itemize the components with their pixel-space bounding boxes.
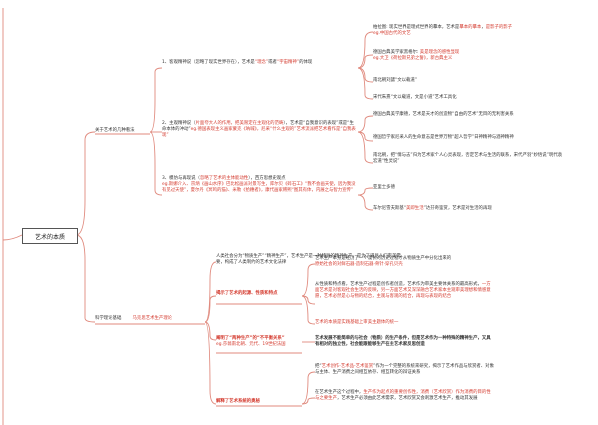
branch-views-label[interactable]: 关于艺术的几种看法: [95, 128, 135, 133]
leaf-independence[interactable]: 艺术发展不能简单的与社会（物质）的生产条件，但是艺术作为一种特殊的精神生产，又具…: [315, 336, 491, 347]
leaf-kant[interactable]: 德国古典美学康德，艺术是天才的创造物“自由的艺术”无目的无利害关系: [373, 112, 514, 117]
theory-intro[interactable]: 人类社会分为“物质生产”“精神生产”，艺术生产是一种特殊的精神生产，是为了满足人…: [216, 254, 401, 265]
leaf-nietzsche[interactable]: 德国哲学家尼采人的生命意志是世界万物“超人哲学”日神精神与酒神精神: [373, 135, 514, 140]
group-system[interactable]: 解释了艺术系统的奥秘: [216, 399, 260, 404]
group-two-productions[interactable]: 阐明了“两种生产”的“不平衡关系” eg.莎翁南北朝、元代、19世纪法国: [216, 336, 286, 347]
sub-objective-spirit[interactable]: 1、客观精神说（忽略了现实世界存在），艺术是“理念”或者“宇宙精神”的体现: [162, 60, 313, 65]
leaf-production-consumption[interactable]: 在艺术生产这个过程中，生产作为起点的重要创作性，消费（艺术欣赏）作为消费的目的性…: [315, 390, 491, 401]
leaf-nature-traits[interactable]: 从性质和特点看，艺术生产过程是创作者创造，艺术作为审美主要体关系的最高形式，一方…: [315, 282, 491, 299]
leaf-zhuxi[interactable]: 宋代朱熹“文以载道，文是小道”艺术工具化: [373, 95, 457, 100]
leaf-plato[interactable]: 柏拉图: 现实世界是理式世界的摹本，艺术是摹本的摹本，是影子的影子 eg.中国古…: [373, 25, 513, 36]
leaf-chernyshevsky[interactable]: 车尔尼雪夫斯基“美即生活”达芬奇鉴赏，艺术是对生活的再现: [373, 206, 492, 211]
leaf-essence[interactable]: 艺术的本质是实践基础上审美主题体的统一: [315, 320, 399, 325]
leaf-liuxie[interactable]: 南北朝刘勰“文以载道”: [373, 78, 418, 83]
leaf-production-history[interactable]: 艺术生产本身是经历了一个漫长的历史过程才从物质生产中分化出来的 原始社会的对鲜石…: [315, 256, 452, 267]
leaf-hegel[interactable]: 德国古典美学家黑格尔: 美是理念的感性显现 eg.大卫《荷拉斯兄弟之誓》，新古典…: [373, 50, 460, 61]
leaf-yanyu[interactable]: 南北朝，把“情与志”归为艺术家个人心灵表现，否定艺术与生活的联系，宋代严羽“妙悟…: [373, 153, 563, 164]
root-node[interactable]: 艺术的本质: [22, 228, 78, 244]
sub-subjective-spirit[interactable]: 2、主观精神说（片面夸大人的作用，把美限定在主观化的范畴），艺术是“自我意识的表…: [162, 121, 356, 138]
sub-imitation[interactable]: 3、模仿与再现说（忽略了艺术的主体能动性），西方思想史观点 eg.斯娜介入、宗炳…: [162, 176, 356, 193]
group-origin[interactable]: 揭示了艺术的起源、性质和特点: [216, 291, 278, 296]
leaf-system-study[interactable]: 把“艺术创作-艺术品-艺术鉴赏”作为一个完整的系统来研究，揭示了艺术作品与欣赏者…: [315, 364, 494, 375]
branch-theory-label[interactable]: 科学理论基础 马克思艺术生产理论: [95, 316, 173, 321]
leaf-aristotle[interactable]: 亚里士多德: [373, 185, 395, 190]
